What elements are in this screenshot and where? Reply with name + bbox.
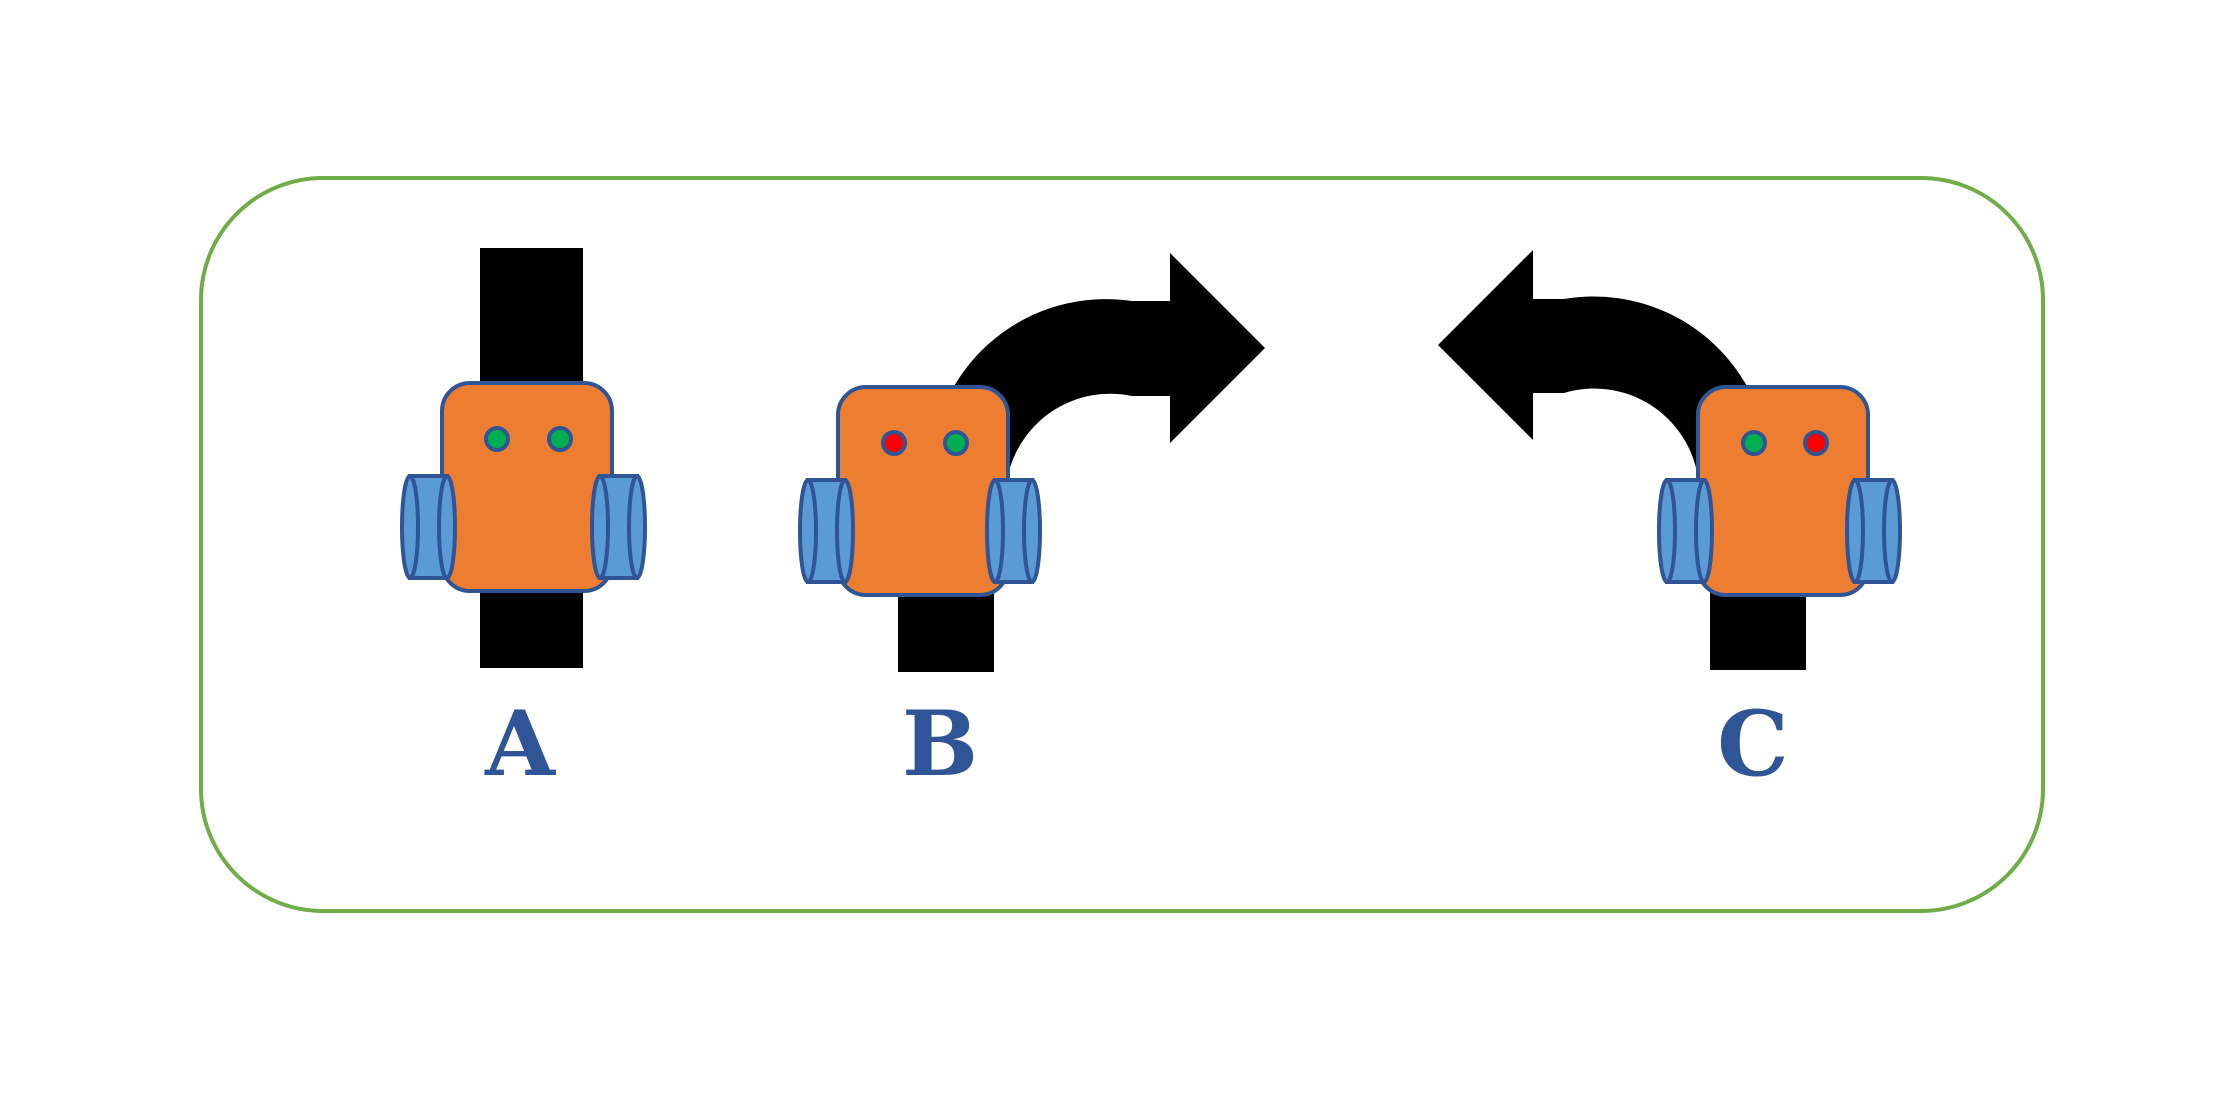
robot-b: B — [798, 253, 1265, 797]
right-sensor — [943, 430, 969, 456]
line-follower-robot-icon — [1657, 385, 1902, 597]
left-sensor — [881, 430, 907, 456]
diagram-frame — [199, 176, 2045, 913]
turn-left-arrow-icon — [1438, 250, 1748, 472]
robot-label-b: B — [902, 691, 978, 797]
turn-right-arrow-icon — [953, 253, 1265, 475]
line-follower-robot-icon — [400, 381, 647, 593]
robot-label-a: A — [484, 691, 556, 797]
line-follower-robot-icon — [798, 385, 1042, 597]
right-sensor — [1803, 430, 1829, 456]
robot-c: C — [1438, 250, 1902, 797]
left-sensor — [484, 426, 510, 452]
robot-a: A — [400, 248, 647, 797]
left-sensor — [1741, 430, 1767, 456]
right-sensor — [547, 426, 573, 452]
robot-label-c: C — [1717, 691, 1789, 797]
